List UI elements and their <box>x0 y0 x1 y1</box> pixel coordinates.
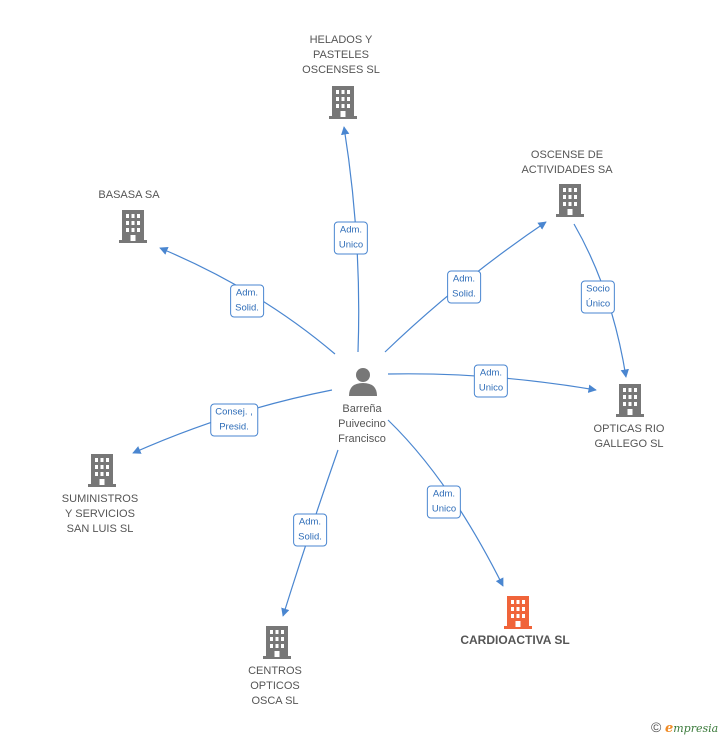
center-person-label[interactable]: Barreña Puivecino Francisco <box>338 402 386 447</box>
edge-label-line: Único <box>585 298 611 309</box>
node-label-basasa[interactable]: BASASA SA <box>98 188 159 203</box>
building-icon-suministros[interactable] <box>86 454 118 492</box>
node-line: CENTROS <box>248 665 302 677</box>
empresia-logo[interactable]: © empresia <box>651 719 718 736</box>
node-line: PASTELES <box>312 49 370 61</box>
edge-label-line: Adm. <box>452 273 476 285</box>
node-line: SUMINISTROS <box>61 493 139 505</box>
brand-rest: mpresia <box>673 722 719 735</box>
edge-label-line: Solid. <box>452 288 476 299</box>
node-line: OSCENSES SL <box>302 64 380 76</box>
node-line: HELADOS Y <box>309 34 373 46</box>
edge-label-centros[interactable]: Adm. Solid. <box>293 513 327 547</box>
node-label-suministros[interactable]: SUMINISTROS Y SERVICIOS SAN LUIS SL <box>62 492 138 537</box>
building-icon-helados[interactable] <box>327 86 359 124</box>
edge-label-basasa[interactable]: Adm. Solid. <box>230 284 264 318</box>
edge-label-helados[interactable]: Adm. Unico <box>333 221 369 255</box>
building-icon-opticas-rio[interactable] <box>614 384 646 422</box>
building-icon-cardioactiva[interactable] <box>502 596 534 634</box>
node-line: CARDIOACTIVA SL <box>460 633 570 647</box>
edge-label-line: Solid. <box>235 302 259 313</box>
edge-label-line: Adm. <box>339 224 363 236</box>
edge-label-opticas[interactable]: Adm. Unico <box>473 364 509 398</box>
edge-label-line: Adm. <box>298 516 322 528</box>
node-label-oscense[interactable]: OSCENSE DE ACTIVIDADES SA <box>521 148 612 178</box>
edge-label-line: Adm. <box>235 287 259 299</box>
node-label-helados[interactable]: HELADOS Y PASTELES OSCENSES SL <box>302 33 380 78</box>
edge-label-line: Unico <box>431 503 457 514</box>
node-line: BASASA SA <box>98 189 160 201</box>
edge-label-suministros[interactable]: Consej. , Presid. <box>210 403 258 437</box>
node-line: ACTIVIDADES SA <box>521 164 613 176</box>
edge-label-oscense[interactable]: Adm. Solid. <box>447 270 481 304</box>
edge-label-line: Adm. <box>432 488 456 500</box>
building-icon-oscense[interactable] <box>554 184 586 222</box>
node-label-centros[interactable]: CENTROS OPTICOS OSCA SL <box>248 664 302 709</box>
edge-label-line: Solid. <box>298 531 322 542</box>
node-line: OSCA SL <box>251 695 299 707</box>
node-line: GALLEGO SL <box>594 438 664 450</box>
center-line-3: Francisco <box>338 433 386 445</box>
edge-label-line: Socio <box>586 283 610 295</box>
node-label-opticas-rio[interactable]: OPTICAS RIO GALLEGO SL <box>594 422 665 452</box>
edge-label-cardio[interactable]: Adm. Unico <box>426 485 462 519</box>
node-line: Y SERVICIOS <box>65 508 135 520</box>
edge-label-line: Adm. <box>479 367 503 379</box>
edge-label-line: Unico <box>478 382 504 393</box>
node-label-cardioactiva[interactable]: CARDIOACTIVA SL <box>460 633 569 648</box>
building-icon-basasa[interactable] <box>117 210 149 248</box>
building-icon-centros[interactable] <box>261 626 293 664</box>
node-line: SAN LUIS SL <box>66 523 134 535</box>
edge-label-line: Presid. <box>219 421 249 432</box>
edge-label-line: Unico <box>338 239 364 250</box>
copyright-symbol: © <box>651 719 662 735</box>
edge-label-line: Consej. , <box>215 406 253 418</box>
center-line-2: Puivecino <box>338 418 386 430</box>
brand-initial: e <box>664 721 674 736</box>
person-icon[interactable] <box>348 366 378 401</box>
node-line: OPTICAS RIO <box>593 423 665 435</box>
node-line: OPTICOS <box>250 680 300 692</box>
edge-label-socio[interactable]: Socio Único <box>580 280 616 314</box>
center-line-1: Barreña <box>342 403 382 415</box>
node-line: OSCENSE DE <box>530 149 604 161</box>
